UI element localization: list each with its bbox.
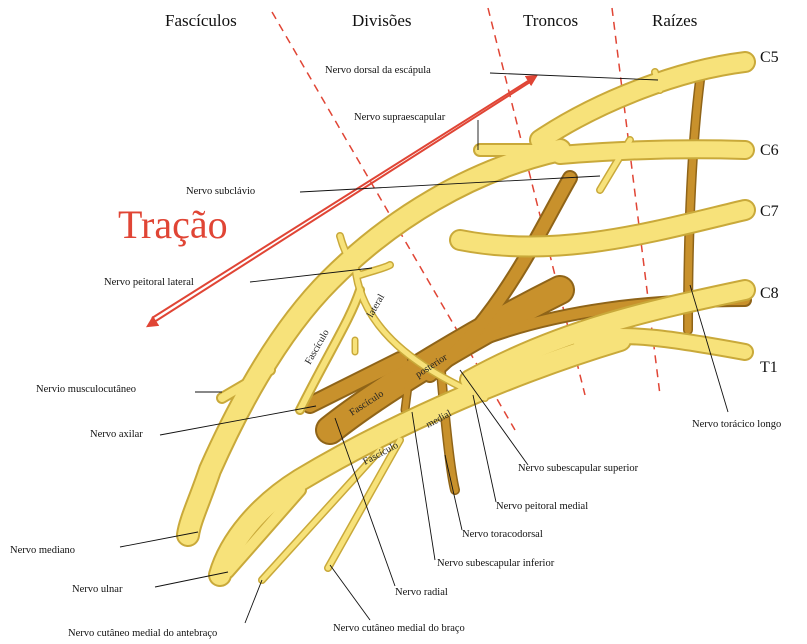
traction-arrow-up [151, 74, 539, 319]
label-radial: Nervo radial [395, 587, 448, 598]
divider-divisoes-troncos [487, 7, 586, 396]
label-axilar: Nervo axilar [90, 429, 143, 440]
label-dorsal-escapula: Nervo dorsal da escápula [325, 65, 431, 76]
label-peitoral-medial: Nervo peitoral medial [496, 501, 588, 512]
label-musculocutaneo: Nervio musculocutâneo [36, 384, 136, 395]
label-cutaneo-antebraco: Nervo cutâneo medial do antebraço [68, 628, 217, 639]
header-divisoes: Divisões [352, 11, 412, 30]
root-t1: T1 [760, 359, 778, 376]
label-toracico-longo: Nervo torácico longo [692, 419, 781, 430]
root-c6: C6 [760, 142, 779, 159]
label-ulnar: Nervo ulnar [72, 584, 123, 595]
header-raizes: Raízes [652, 11, 697, 30]
label-mediano: Nervo mediano [10, 545, 75, 556]
root-c8: C8 [760, 285, 779, 302]
label-subclavio: Nervo subclávio [186, 186, 255, 197]
yellow-nerves-group [176, 51, 756, 587]
header-troncos: Troncos [523, 11, 578, 30]
root-c5: C5 [760, 49, 779, 66]
traction-arrow-down [145, 81, 531, 328]
label-supraescapular: Nervo supraescapular [354, 112, 446, 123]
leader-lines [119, 72, 729, 624]
header-fasciculos: Fascículos [165, 11, 237, 30]
label-cutaneo-braco: Nervo cutâneo medial do braço [333, 623, 465, 634]
traction-label: Tração [118, 202, 228, 247]
label-subescapular-inferior: Nervo subescapular inferior [437, 558, 555, 569]
label-toracodorsal: Nervo toracodorsal [462, 529, 543, 540]
traction-arrows [145, 74, 539, 328]
label-subescapular-superior: Nervo subescapular superior [518, 463, 639, 474]
root-c7: C7 [760, 203, 779, 220]
label-peitoral-lateral: Nervo peitoral lateral [104, 277, 194, 288]
